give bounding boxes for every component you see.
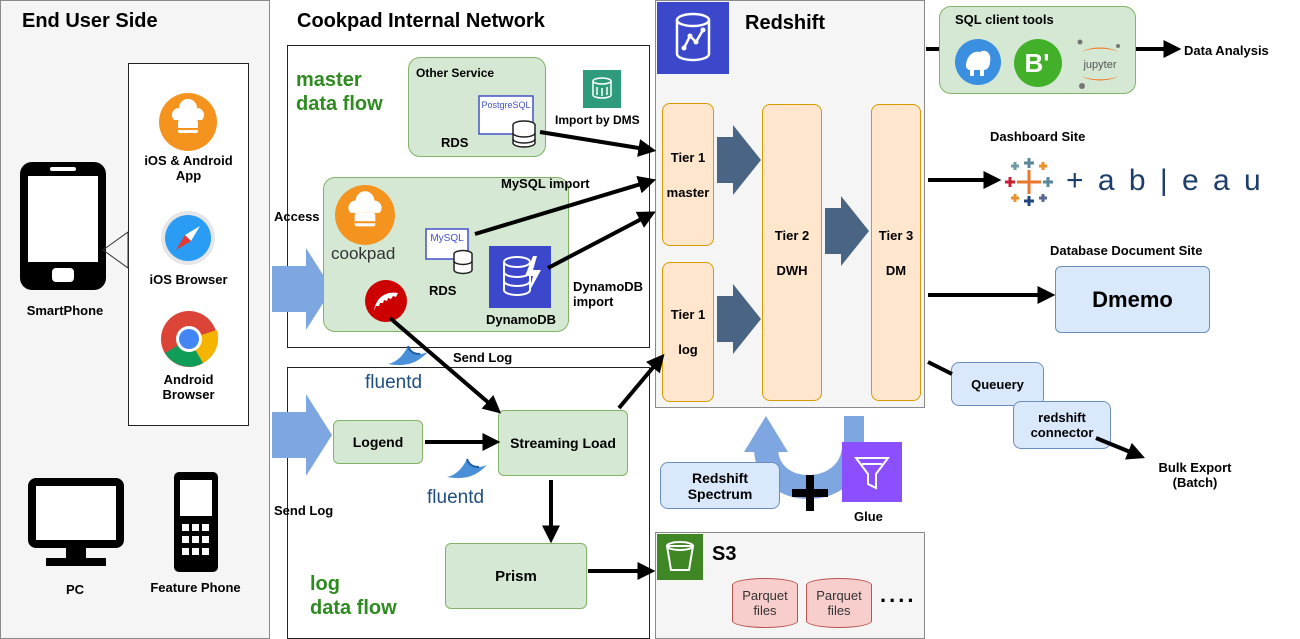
fluentd-bird-icon-1	[388, 345, 428, 366]
glue-icon	[842, 442, 902, 502]
send-log-left-label: Send Log	[274, 503, 334, 518]
sql-client-tools-label: SQL client tools	[955, 12, 1054, 27]
rds-mid-label: RDS	[429, 283, 457, 298]
tier-arrow-dwh	[825, 196, 869, 266]
arrow-streaming-to-tier1log	[617, 353, 665, 410]
callout-line	[102, 231, 129, 269]
s3-icon	[657, 534, 703, 580]
smartphone-icon	[20, 162, 106, 290]
arrow-pg-to-tier1	[539, 130, 657, 157]
dmemo-box: Dmemo	[1055, 266, 1210, 333]
dynamodb-label: DynamoDB	[486, 312, 557, 327]
queuery-box: Queuery	[951, 362, 1044, 406]
arrow-dynamo-to-tier1	[547, 211, 656, 270]
s3-title: S3	[712, 543, 737, 565]
postgresql-icon: PostgreSQL	[478, 95, 536, 148]
database-doc-site-label: Database Document Site	[1050, 243, 1203, 258]
cookpad-logo-icon	[335, 185, 395, 245]
b-prime-icon: B'	[1014, 39, 1062, 87]
pc-icon	[28, 478, 124, 566]
other-service-label: Other Service	[416, 66, 495, 80]
tableau-wordmark: + a b | e a u	[1066, 164, 1264, 197]
arrow-mysql-to-tier1	[474, 176, 657, 236]
rds-top-label: RDS	[441, 135, 469, 150]
mysql-icon: MySQL	[425, 228, 473, 275]
dashboard-site-label: Dashboard Site	[990, 129, 1086, 144]
tier-arrow-master	[717, 125, 761, 195]
dms-icon	[583, 70, 621, 108]
safari-icon	[161, 211, 215, 265]
ios-browser-label: iOS Browser	[149, 272, 228, 287]
arrow-to-bulk-export	[1095, 436, 1145, 460]
arrow-rails-to-streaming	[388, 316, 502, 414]
cookpad-app-icon	[159, 93, 217, 151]
rails-icon	[365, 280, 407, 322]
s3-ellipsis: ....	[880, 582, 917, 607]
postico-elephant-icon	[955, 39, 1001, 85]
logend-box: Logend	[333, 420, 423, 464]
internal-network-title: Cookpad Internal Network	[297, 10, 545, 32]
fluentd-label-2: fluentd	[427, 487, 485, 508]
jupyter-icon: jupyter	[1077, 39, 1120, 89]
svg-text:PostgreSQL: PostgreSQL	[481, 100, 530, 110]
feature-phone-icon	[174, 472, 218, 572]
end-user-title: End User Side	[22, 10, 158, 32]
dynamodb-icon	[489, 246, 551, 308]
line-redshift-to-queuery	[927, 360, 953, 376]
streaming-load-box: Streaming Load	[498, 410, 628, 476]
smartphone-label: SmartPhone	[26, 303, 104, 318]
mysql-import-label: MySQL import	[501, 176, 590, 191]
tableau-logo-icon	[1005, 158, 1053, 206]
access-arrow	[272, 248, 332, 330]
pc-label: PC	[65, 582, 85, 597]
feature-phone-label: Feature Phone	[150, 580, 241, 595]
svg-text:jupyter: jupyter	[1082, 59, 1116, 71]
glue-label: Glue	[854, 509, 883, 524]
plus-icon	[792, 475, 828, 511]
chrome-icon	[161, 311, 218, 367]
send-log-arrow	[272, 394, 332, 476]
send-log-mid-label: Send Log	[453, 350, 513, 365]
prism-box: Prism	[445, 543, 587, 609]
fluentd-bird-icon-2	[447, 458, 487, 479]
svg-text:MySQL: MySQL	[430, 233, 464, 244]
svg-text:B': B'	[1025, 48, 1050, 78]
redshift-icon	[657, 2, 729, 74]
data-analysis-label: Data Analysis	[1184, 43, 1269, 58]
redshift-title: Redshift	[745, 12, 825, 34]
tier-arrow-log	[717, 284, 761, 354]
cookpad-wordmark: cookpad	[331, 244, 396, 263]
bulk-export-label: Bulk Export(Batch)	[1158, 460, 1232, 490]
fluentd-label-1: fluentd	[365, 372, 423, 393]
import-by-dms-label: Import by DMS	[555, 113, 640, 127]
access-label: Access	[274, 209, 320, 224]
